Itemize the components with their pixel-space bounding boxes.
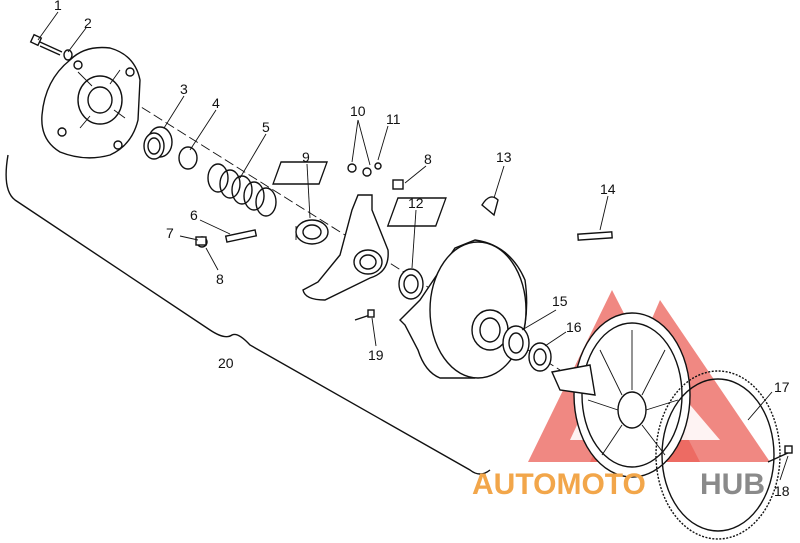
callout-20: 20 xyxy=(218,355,234,371)
watermark-text-orange: AUTOMOTO xyxy=(472,468,646,501)
watermark-text: AUTOMOTO HUB xyxy=(472,468,765,501)
cover-plate xyxy=(41,46,141,159)
bearing-part-15 xyxy=(502,325,530,361)
callout-8-lower: 8 xyxy=(216,271,224,287)
ring-part-4 xyxy=(178,146,198,170)
callout-9: 9 xyxy=(302,149,310,165)
callout-14: 14 xyxy=(600,181,616,197)
callout-7: 7 xyxy=(166,225,174,241)
callout-1: 1 xyxy=(54,0,62,13)
callout-18: 18 xyxy=(774,483,790,499)
washer-part-2 xyxy=(63,49,73,61)
bolt-part-1 xyxy=(29,33,63,56)
callout-16: 16 xyxy=(566,319,582,335)
spring-part-5 xyxy=(207,163,277,217)
bolt-part-14 xyxy=(577,231,613,241)
watermark-text-grey: HUB xyxy=(700,468,765,501)
nut-part-8-upper xyxy=(392,179,404,190)
callout-11: 11 xyxy=(386,111,401,127)
callout-labels: 1 2 3 4 5 6 7 8 9 10 11 8 12 13 14 15 16… xyxy=(54,0,790,499)
spoked-wheel xyxy=(550,312,691,478)
callout-6: 6 xyxy=(190,207,198,223)
callout-15: 15 xyxy=(552,293,568,309)
leader-lines xyxy=(37,11,789,481)
callout-19: 19 xyxy=(368,347,384,363)
callout-5: 5 xyxy=(262,119,270,135)
washer-part-12 xyxy=(398,268,424,300)
screw-part-18 xyxy=(767,445,793,463)
seal-part-16 xyxy=(528,342,552,372)
ring-gear-part-17 xyxy=(655,370,781,540)
pin-part-6 xyxy=(224,229,258,243)
callout-12: 12 xyxy=(408,195,424,211)
callout-17: 17 xyxy=(774,379,790,395)
roller-part-9 xyxy=(295,219,329,245)
assembly-bracket xyxy=(5,154,491,475)
bolt-part-19 xyxy=(354,309,375,321)
nut-set-parts-10-11 xyxy=(272,119,389,185)
bracket-part-13 xyxy=(386,196,499,227)
callout-10: 10 xyxy=(350,103,366,119)
bushing-part-3 xyxy=(143,126,173,160)
nut-part-8-lower xyxy=(195,236,207,246)
callout-2: 2 xyxy=(84,15,92,31)
callout-4: 4 xyxy=(212,95,220,111)
callout-8-upper: 8 xyxy=(424,151,432,167)
sheave-housing xyxy=(399,239,528,379)
callout-3: 3 xyxy=(180,81,188,97)
spider-arm xyxy=(302,194,389,301)
callout-13: 13 xyxy=(496,149,512,165)
